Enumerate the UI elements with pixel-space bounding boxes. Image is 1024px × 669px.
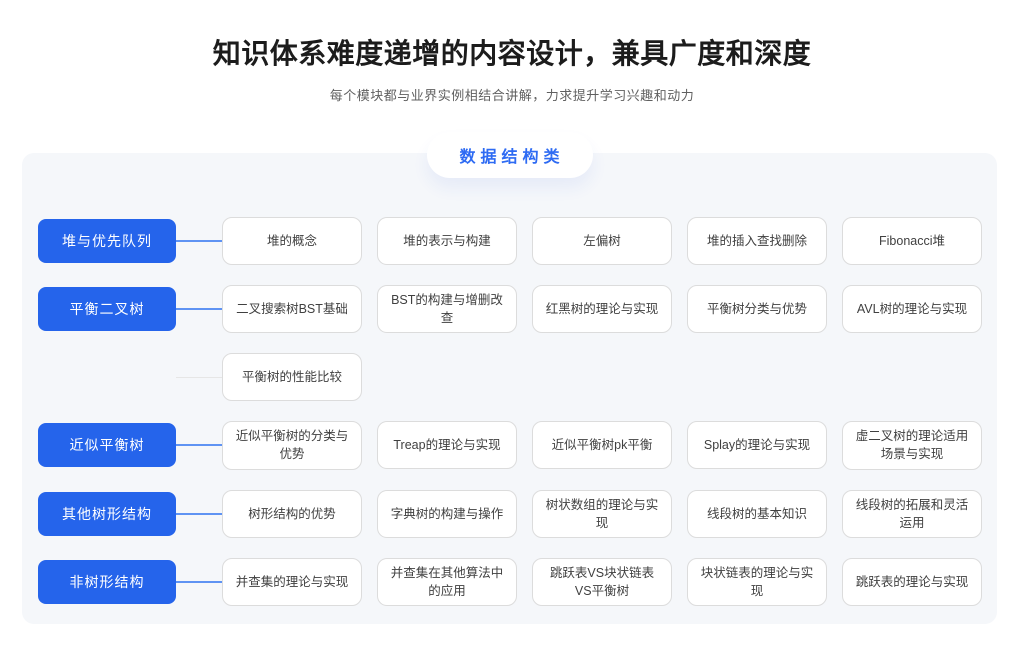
topic-card[interactable]: 线段树的基本知识 — [687, 489, 827, 538]
topic-card[interactable]: 并查集的理论与实现 — [222, 557, 362, 606]
topic-card[interactable]: 块状链表的理论与实现 — [687, 557, 827, 606]
topic-card[interactable]: 字典树的构建与操作 — [377, 489, 517, 538]
topic-card[interactable]: 虚二叉树的理论适用场景与实现 — [842, 421, 982, 470]
topic-card[interactable]: 平衡树分类与优势 — [687, 285, 827, 334]
topic-card[interactable]: 并查集在其他算法中的应用 — [377, 557, 517, 606]
topic-card[interactable]: 二叉搜索树BST基础 — [222, 285, 362, 334]
category-row: 平衡二叉树 二叉搜索树BST基础 BST的构建与增删改查红黑树的理论与实现平衡树分类… — [38, 285, 997, 334]
topic-card[interactable]: 跳跃表VS块状链表VS平衡树 — [532, 557, 672, 606]
topic-card[interactable]: 平衡树的性能比较 — [222, 353, 362, 402]
category-button[interactable]: 近似平衡树 — [38, 423, 176, 468]
page-title: 知识体系难度递增的内容设计，兼具广度和深度 — [212, 38, 812, 69]
category-button[interactable]: 其他树形结构 — [38, 491, 176, 536]
connector-line — [176, 512, 222, 515]
connector-line — [176, 376, 222, 378]
connector-line — [176, 444, 222, 447]
topic-card[interactable]: 堆的插入查找删除 — [687, 217, 827, 265]
category-button[interactable]: 非树形结构 — [38, 559, 176, 604]
category-button[interactable]: 平衡二叉树 — [38, 287, 176, 332]
topic-card[interactable]: Fibonacci堆 — [842, 217, 982, 265]
topic-card[interactable]: Treap的理论与实现 — [377, 421, 517, 470]
topic-card[interactable]: BST的构建与增删改查 — [377, 285, 517, 334]
category-row: 堆与优先队列 堆的概念堆的表示与构建左偏树堆的插入查找删除 Fibonacci堆 — [38, 217, 997, 265]
topic-card[interactable]: 树状数组的理论与实现 — [532, 489, 672, 538]
page-subtitle: 每个模块都与业界实例相结合讲解，力求提升学习兴趣和动力 — [329, 88, 695, 103]
category-spacer — [38, 355, 176, 399]
category-button[interactable]: 堆与优先队列 — [38, 219, 176, 263]
topic-card[interactable]: 树形结构的优势 — [222, 489, 362, 538]
panel-badge: 数据结构类 — [426, 132, 593, 178]
category-row: 其他树形结构 树形结构的优势字典树的构建与操作树状数组的理论与实现线段树的基本知识… — [38, 489, 997, 538]
connector-line — [176, 308, 222, 311]
topic-card[interactable]: 线段树的拓展和灵活运用 — [842, 489, 982, 538]
topic-card[interactable]: 红黑树的理论与实现 — [532, 285, 672, 334]
topic-card[interactable]: 堆的表示与构建 — [377, 217, 517, 265]
connector-line — [176, 240, 222, 242]
category-row: 非树形结构 并查集的理论与实现并查集在其他算法中的应用跳跃表VS块状链表VS平衡树… — [38, 557, 997, 606]
topic-card[interactable]: 堆的概念 — [222, 217, 362, 265]
connector-line — [176, 580, 222, 583]
data-structures-panel: 数据结构类 堆与优先队列 堆的概念堆的表示与构建左偏树堆的插入查找删除 Fibona… — [22, 132, 997, 624]
topic-card[interactable]: 跳跃表的理论与实现 — [842, 557, 982, 606]
topic-card[interactable]: 近似平衡树的分类与优势 — [222, 421, 362, 470]
category-row: 近似平衡树 近似平衡树的分类与优势 Treap的理论与实现近似平衡树pk平衡 Spla… — [38, 421, 997, 470]
topic-card[interactable]: Splay的理论与实现 — [687, 421, 827, 470]
topic-card[interactable]: 近似平衡树pk平衡 — [532, 421, 672, 470]
category-row: 平衡树的性能比较 — [38, 353, 997, 402]
topic-card[interactable]: 左偏树 — [532, 217, 672, 265]
topic-card[interactable]: AVL树的理论与实现 — [842, 285, 982, 334]
